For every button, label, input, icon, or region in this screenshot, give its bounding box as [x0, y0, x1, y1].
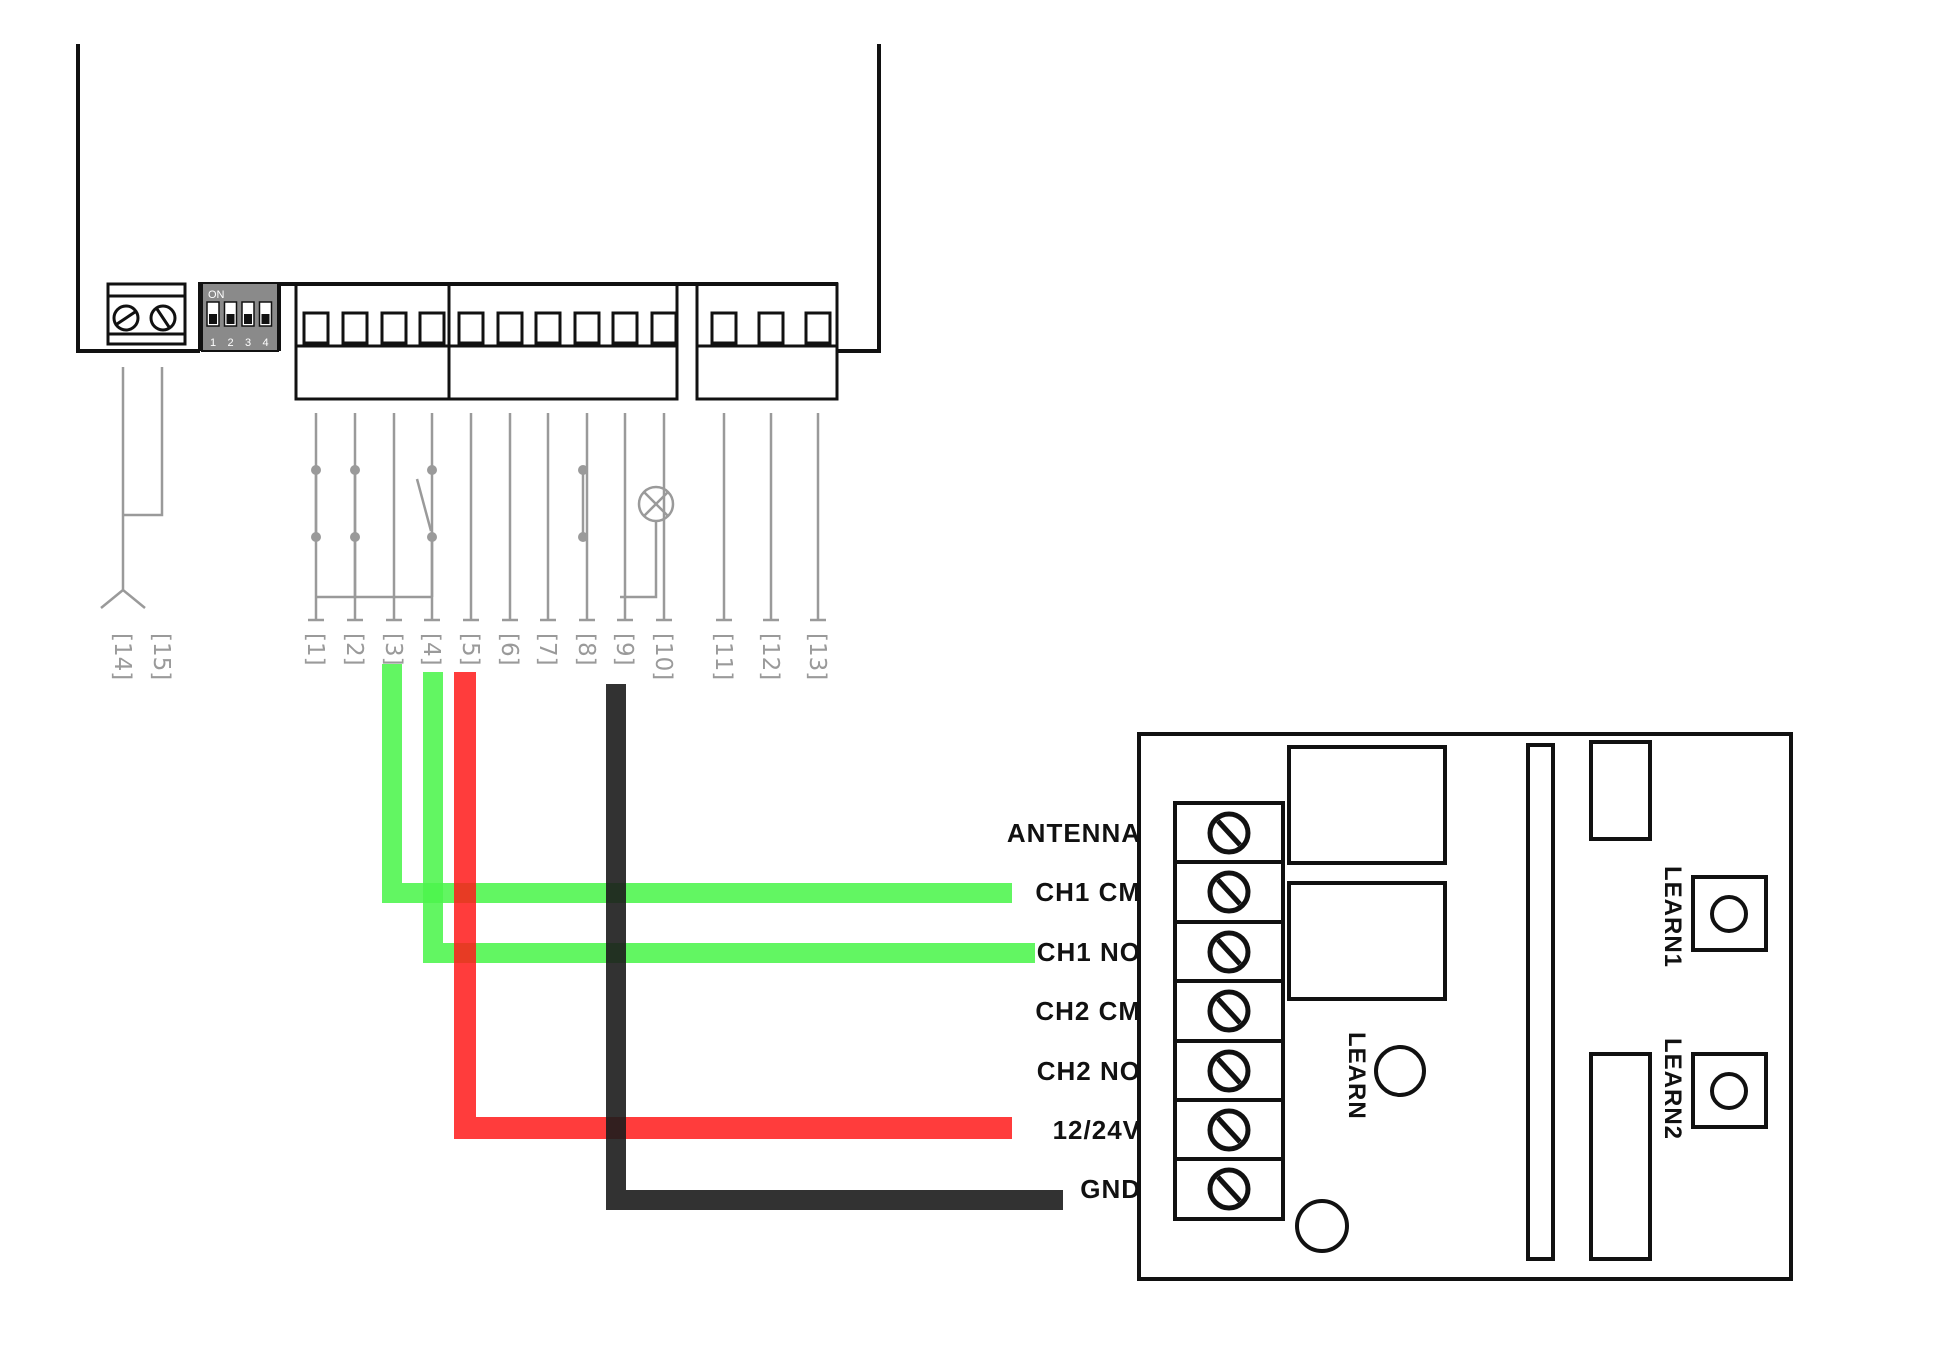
wires: [382, 664, 1063, 1210]
mounting-hole: [1295, 1199, 1349, 1253]
antenna-terminal-block: [106, 282, 187, 346]
push-button-icon: [578, 465, 588, 542]
dip-toggle-knob: [244, 314, 252, 324]
screw-icon: [149, 304, 177, 332]
screw-icon: [1207, 1108, 1251, 1152]
receiver-pin-label: CH1 NO: [1037, 937, 1141, 967]
component-bottom-right: [1589, 1052, 1652, 1261]
learn-label: LEARN: [1343, 1032, 1370, 1120]
contact-symbols: [311, 465, 675, 599]
dip-switch-number: 3: [245, 337, 251, 349]
green-wire-ch1-cm: [382, 664, 1012, 903]
receiver-pin-label: ANTENNA: [1007, 818, 1141, 848]
learn1-button[interactable]: [1691, 875, 1768, 952]
screw-icon: [1207, 989, 1251, 1033]
screw-icon: [1207, 811, 1251, 855]
push-button-icon: [350, 465, 360, 542]
terminal-number-label: [2]: [341, 633, 367, 666]
learn1-label: LEARN1: [1659, 866, 1686, 968]
open-switch-icon: [415, 465, 437, 542]
receiver-pin-label: GND: [1080, 1174, 1141, 1204]
terminal-socket: [418, 311, 446, 345]
learn-button[interactable]: [1374, 1045, 1426, 1097]
dip-toggle-knob: [261, 314, 270, 324]
terminal-number-label: [1]: [302, 633, 328, 666]
terminal-number-label: [13]: [804, 633, 830, 680]
terminal-socket: [457, 311, 485, 345]
terminal-number-label: [7]: [534, 633, 560, 666]
antenna-icon: [100, 367, 164, 609]
terminal-number-label: [10]: [650, 633, 676, 680]
push-button-icon: [311, 465, 321, 542]
terminal-number-label: [5]: [457, 633, 483, 666]
terminal-socket: [611, 311, 639, 345]
lamp-icon: [637, 485, 675, 523]
dip-switch-number: 2: [228, 337, 234, 349]
terminal-number-label: [11]: [710, 633, 736, 680]
terminal-number-label: [9]: [611, 633, 637, 666]
receiver-pin-label: CH1 CM: [1035, 877, 1141, 907]
green-wire-ch1-no: [423, 672, 1035, 963]
terminal-block-c: [695, 282, 839, 401]
terminal-socket: [757, 311, 785, 345]
black-wire-gnd: [606, 684, 1063, 1210]
dip-switch-on-label: ON: [208, 289, 225, 301]
red-wire-power: [454, 672, 1012, 1139]
receiver-pin-labels: ANTENNA CH1 CM CH1 NO CH2 CM CH2 NO 12/24V GND: [1007, 818, 1141, 1204]
pin-header: [1526, 743, 1555, 1261]
relay-2: [1287, 881, 1447, 1001]
learn2-button[interactable]: [1691, 1052, 1768, 1129]
terminal-socket: [573, 311, 601, 345]
terminal-socket: [710, 311, 738, 345]
terminal-socket: [380, 311, 408, 345]
terminal-socket: [302, 311, 330, 345]
dip-switch-number: 1: [210, 337, 216, 349]
terminal-number-label: [3]: [380, 633, 406, 666]
controller-board: [76, 44, 881, 353]
terminal-number-label: [14]: [109, 633, 135, 680]
dip-toggle-knob: [226, 314, 235, 324]
terminal-socket: [650, 311, 678, 345]
terminal-socket: [804, 311, 832, 345]
dip-toggle-knob: [209, 314, 217, 324]
terminal-number-label: [6]: [496, 633, 522, 666]
terminal-leads: [308, 413, 826, 622]
learn2-label: LEARN2: [1659, 1038, 1686, 1140]
receiver-module: LEARN LEARN1 LEARN2: [1137, 732, 1793, 1281]
screw-icon: [1207, 930, 1251, 974]
receiver-pin-label: CH2 CM: [1035, 996, 1141, 1026]
terminal-number-label: [4]: [418, 633, 444, 666]
terminal-number-label: [15]: [148, 633, 174, 680]
dip-switch-number: 4: [263, 337, 269, 349]
terminal-number-label: [12]: [757, 633, 783, 680]
component-top-right: [1589, 740, 1652, 841]
receiver-pin-label: 12/24V: [1053, 1115, 1141, 1145]
terminal-number-labels: [14] [15] [1] [2] [3] [4] [5] [6] [7] [8] [9] [10] […: [109, 633, 830, 680]
receiver-pin-label: CH2 NO: [1037, 1056, 1141, 1086]
receiver-terminal-strip: [1173, 801, 1285, 1221]
screw-icon: [1207, 1049, 1251, 1093]
terminal-number-label: [8]: [573, 633, 599, 666]
screw-icon: [1207, 870, 1251, 914]
terminal-socket: [341, 311, 369, 345]
screw-icon: [1207, 1167, 1251, 1211]
relay-1: [1287, 745, 1447, 865]
terminal-socket: [534, 311, 562, 345]
terminal-socket: [496, 311, 524, 345]
screw-icon: [112, 304, 140, 332]
